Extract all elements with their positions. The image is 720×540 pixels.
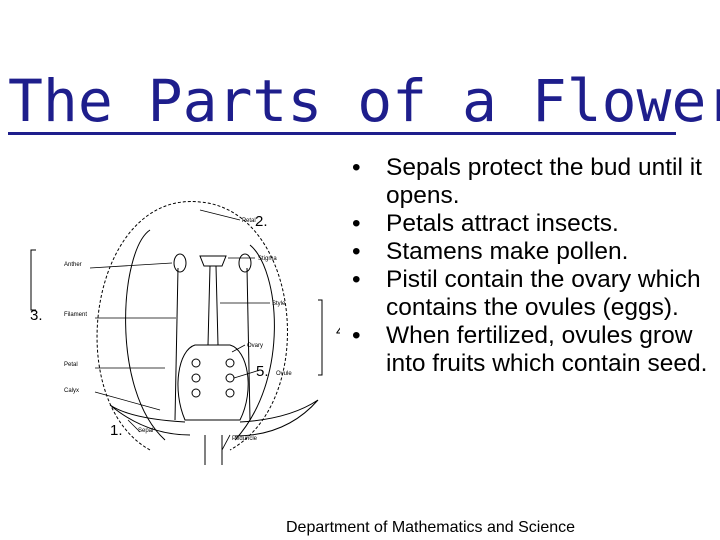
bullet-stamens: Stamens make pollen. bbox=[350, 238, 712, 266]
ovary bbox=[177, 344, 249, 421]
label-sepal-left: Petal bbox=[64, 362, 78, 368]
callout-1: 1. bbox=[110, 422, 123, 439]
ovule bbox=[191, 358, 201, 368]
stamen-bracket bbox=[30, 249, 36, 311]
label-anther: Anther bbox=[64, 262, 82, 268]
ovule bbox=[225, 388, 235, 398]
label-sepal: Sepal bbox=[138, 428, 153, 434]
inner-petal-left bbox=[125, 229, 166, 441]
pointer-petal bbox=[199, 209, 241, 221]
label-stigma: Stigma bbox=[258, 256, 277, 262]
bullet-sepals: Sepals protect the bud until it opens. bbox=[350, 154, 712, 210]
pointer-peduncle bbox=[221, 434, 231, 451]
callout-2: 2. bbox=[255, 213, 268, 230]
anther-right bbox=[238, 253, 252, 273]
ovule bbox=[191, 388, 201, 398]
callout-4: 4. bbox=[336, 323, 340, 340]
label-filament: Filament bbox=[64, 312, 87, 318]
pointer-ovary bbox=[231, 344, 246, 353]
stamen-left bbox=[174, 267, 179, 421]
callout-5: 5. bbox=[256, 363, 269, 380]
label-ovule: Ovule bbox=[276, 371, 292, 377]
bullet-petals: Petals attract insects. bbox=[350, 210, 712, 238]
bullet-fertilized: When fertilized, ovules grow into fruits… bbox=[350, 322, 712, 378]
label-calyx: Calyx bbox=[64, 388, 79, 394]
bullet-list: Sepals protect the bud until it opens. P… bbox=[350, 154, 712, 378]
pointer-sepal-bottom bbox=[127, 419, 141, 433]
label-ovary: Ovary bbox=[247, 343, 263, 349]
pointer-calyx bbox=[94, 391, 161, 411]
petal-outline bbox=[96, 201, 288, 451]
pointer-anther bbox=[89, 262, 173, 269]
slide-title: The Parts of a Flower bbox=[8, 67, 720, 135]
sepal-left bbox=[109, 404, 191, 436]
ovule bbox=[225, 358, 235, 368]
footer-credit: Department of Mathematics and Science bbox=[286, 519, 576, 536]
title-underline bbox=[8, 132, 676, 135]
ovule bbox=[191, 373, 201, 383]
stamen-right bbox=[246, 267, 251, 421]
pointer-ovule bbox=[233, 369, 261, 379]
anther-left bbox=[173, 253, 187, 273]
style bbox=[207, 265, 219, 346]
pistil-bracket bbox=[318, 299, 323, 376]
ovule bbox=[225, 373, 235, 383]
sepal-right bbox=[234, 399, 319, 437]
stalk bbox=[204, 435, 223, 465]
callout-3: 3. bbox=[30, 307, 43, 324]
label-petal: Petal bbox=[242, 218, 256, 224]
flower-diagram: Petal Anther Filament Petal Calyx Sepal … bbox=[30, 201, 340, 465]
stigma bbox=[199, 255, 227, 267]
label-style: Style bbox=[272, 301, 286, 307]
label-peduncle: Peduncle bbox=[232, 436, 258, 442]
bullet-pistil: Pistil contain the ovary which contains … bbox=[350, 266, 712, 322]
inner-petal-right bbox=[234, 244, 275, 441]
